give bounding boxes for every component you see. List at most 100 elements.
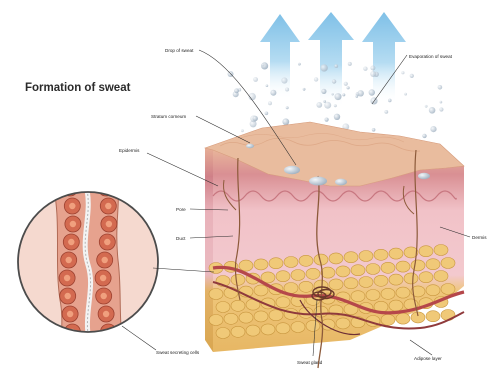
droplet [347,86,350,89]
fat-cell [306,268,320,279]
cell-nucleus [64,275,70,281]
cell-nucleus [103,311,109,317]
cell-nucleus [66,257,72,263]
fat-cell [231,274,245,285]
evaporation-arrow-left [260,14,300,100]
fat-cell [329,279,343,290]
droplet [334,64,338,68]
fat-cell [381,314,395,325]
fat-cell [216,328,230,339]
fat-cell [351,265,365,276]
fat-cell [389,300,403,311]
fat-cell [246,325,260,336]
cell-nucleus [68,239,74,245]
fat-cell [216,302,230,313]
droplet [241,129,244,132]
droplet [358,90,364,96]
droplet [439,107,443,111]
cell-nucleus [67,311,73,317]
fat-cell [276,297,290,308]
droplet [331,93,333,95]
fat-cell [231,300,245,311]
droplet [320,64,327,71]
fat-cell [239,312,253,323]
fat-cell [261,324,275,335]
sweat-drop-2 [309,177,327,186]
fat-cell [291,270,305,281]
droplet [332,79,336,83]
diagram-title: Formation of sweat [25,82,131,94]
evaporation-arrow-right [362,12,406,104]
droplet [344,82,348,86]
skin-block [205,122,464,368]
cell-nucleus [102,257,108,263]
fat-cell [336,318,350,329]
droplet [268,101,272,105]
cell-nucleus [65,293,71,299]
fat-cell [254,285,268,296]
cell-nucleus [100,275,106,281]
droplet [282,118,289,125]
fat-cell [426,311,440,322]
cell-nucleus [106,221,112,227]
label-adipose-layer: Adipose layer [414,356,442,361]
sweat-drop-1 [284,166,300,174]
droplet [324,102,331,109]
fat-cell [396,313,410,324]
droplet [348,62,352,66]
fat-cell [329,253,343,264]
droplet [430,126,436,132]
sweat-drop-4 [418,173,430,179]
fat-cell [224,313,238,324]
droplet [363,67,367,71]
fat-cell [404,273,418,284]
label-epidermis: Epidermis [119,148,140,153]
cell-nucleus [67,185,73,191]
cell-nucleus [105,203,111,209]
droplet [440,101,443,104]
fat-cell [276,271,290,282]
label-sweat-gland: Sweat gland [297,360,323,365]
cell-nucleus [69,203,75,209]
fat-cell [381,288,395,299]
label-drop-of-sweat: Drop of sweat [165,48,194,53]
label-pore: Pore [176,207,186,212]
droplet [384,110,388,114]
fat-cell [254,259,268,270]
droplet [401,71,404,74]
fat-cell [306,320,320,331]
fat-cell [276,323,290,334]
droplet [370,71,376,77]
fat-cell [231,326,245,337]
droplet [404,93,407,96]
fat-cell [321,267,335,278]
droplet [262,64,265,67]
fat-cell [336,266,350,277]
fat-cell [411,260,425,271]
fat-cell [344,252,358,263]
droplet [334,114,340,120]
evaporation-arrow-middle [308,12,354,108]
droplet [266,84,269,87]
fat-cell [291,322,305,333]
fat-cell [344,278,358,289]
droplet [285,88,289,92]
fat-cell [441,284,455,295]
fat-cell [419,272,433,283]
droplet [286,106,289,109]
label-stratum-corneum: Stratum corneum [151,114,186,119]
fat-cell [374,249,388,260]
fat-cell [389,248,403,259]
sweat-drop-3 [335,179,347,186]
fat-cell [284,257,298,268]
fat-cell [396,261,410,272]
droplet [342,93,345,96]
fat-cell [239,260,253,271]
droplet [355,95,358,98]
droplet [265,112,269,116]
droplet [234,88,239,93]
droplet [314,77,318,81]
droplet [303,88,306,91]
